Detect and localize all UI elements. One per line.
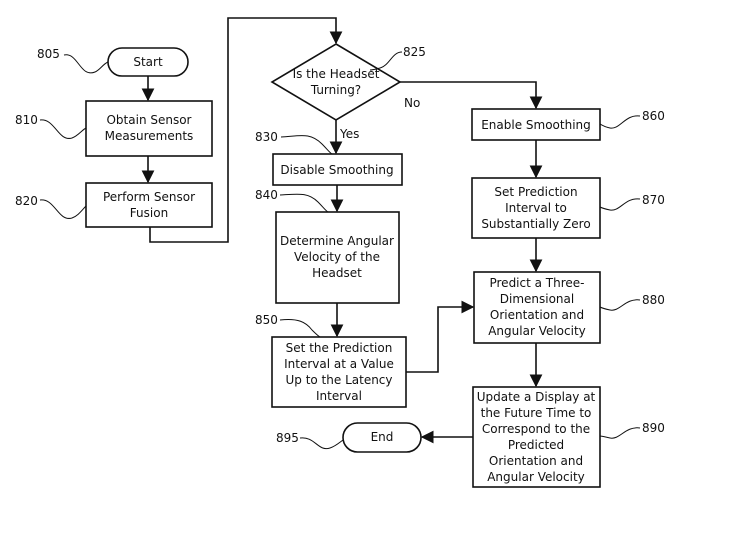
set-interval-zero-box: [471, 177, 601, 239]
headset-turning-decision: [270, 43, 402, 121]
node-text-line: Set Prediction: [494, 185, 577, 199]
leader-860: [599, 115, 641, 129]
leader-820: [39, 199, 87, 219]
ref-840: 840: [255, 188, 278, 202]
node-text-line: Correspond to the: [482, 422, 590, 436]
node-text-line: Predict a Three-: [489, 276, 584, 290]
ref-830: 830: [255, 130, 278, 144]
connector-decision-enable: [400, 81, 543, 110]
connector-setinterval-predict: [406, 300, 475, 373]
ref-895: 895: [276, 431, 299, 445]
node-text-line: Headset: [312, 266, 362, 280]
leader-830: [280, 135, 333, 155]
leader-840: [279, 193, 329, 213]
node-text-line: Velocity of the: [294, 250, 380, 264]
ref-860: 860: [642, 109, 665, 123]
ref-850: 850: [255, 313, 278, 327]
leader-895: [299, 437, 344, 450]
node-text-line: Is the Headset: [293, 67, 380, 81]
update-display-label: Update a Display at the Future Time to Cor…: [477, 390, 596, 484]
leader-890: [599, 427, 641, 439]
node-text-line: Determine Angular: [280, 234, 394, 248]
node-text-line: Measurements: [105, 129, 194, 143]
ref-820: 820: [15, 194, 38, 208]
node-text-line: Perform Sensor: [103, 190, 195, 204]
node-text-line: End: [371, 430, 394, 444]
node-text-line: Predicted: [508, 438, 564, 452]
ref-810: 810: [15, 113, 38, 127]
disable-smoothing-box: [272, 153, 403, 186]
leader-825: [369, 51, 403, 71]
node-text-line: Turning?: [310, 83, 361, 97]
node-text-line: Enable Smoothing: [481, 118, 591, 132]
ref-890: 890: [642, 421, 665, 435]
node-text-line: Dimensional: [500, 292, 574, 306]
node-text-line: Interval at a Value: [284, 357, 394, 371]
start-label: Start: [133, 55, 163, 69]
node-text-line: Update a Display at: [477, 390, 596, 404]
connector-fusion-decision: [149, 17, 343, 243]
node-text-line: Substantially Zero: [481, 217, 590, 231]
ref-805: 805: [37, 47, 60, 61]
disable-smoothing-label: Disable Smoothing: [280, 163, 393, 177]
node-text-line: Disable Smoothing: [280, 163, 393, 177]
obtain-measurements-box: [85, 100, 213, 157]
leader-850: [279, 319, 321, 338]
branch-no-label: No: [404, 96, 420, 110]
leader-810: [39, 119, 87, 139]
leader-870: [599, 198, 641, 211]
node-text-line: Angular Velocity: [487, 470, 585, 484]
node-text-line: Interval to: [505, 201, 567, 215]
leader-805: [63, 54, 109, 74]
node-text-line: Start: [133, 55, 163, 69]
ref-880: 880: [642, 293, 665, 307]
node-text-line: Up to the Latency: [285, 373, 392, 387]
node-text-line: Obtain Sensor: [106, 113, 191, 127]
node-text-line: Set the Prediction: [286, 341, 393, 355]
node-text-line: Orientation and: [489, 454, 583, 468]
node-text-line: Interval: [316, 389, 362, 403]
end-label: End: [371, 430, 394, 444]
set-prediction-interval-box: [271, 336, 407, 408]
node-text-line: Angular Velocity: [488, 324, 586, 338]
ref-825: 825: [403, 45, 426, 59]
leader-880: [599, 299, 641, 311]
enable-smoothing-label: Enable Smoothing: [481, 118, 591, 132]
node-text-line: the Future Time to: [481, 406, 592, 420]
ref-870: 870: [642, 193, 665, 207]
node-text-line: Fusion: [130, 206, 168, 220]
branch-yes-label: Yes: [339, 127, 359, 141]
node-text-line: Orientation and: [490, 308, 584, 322]
